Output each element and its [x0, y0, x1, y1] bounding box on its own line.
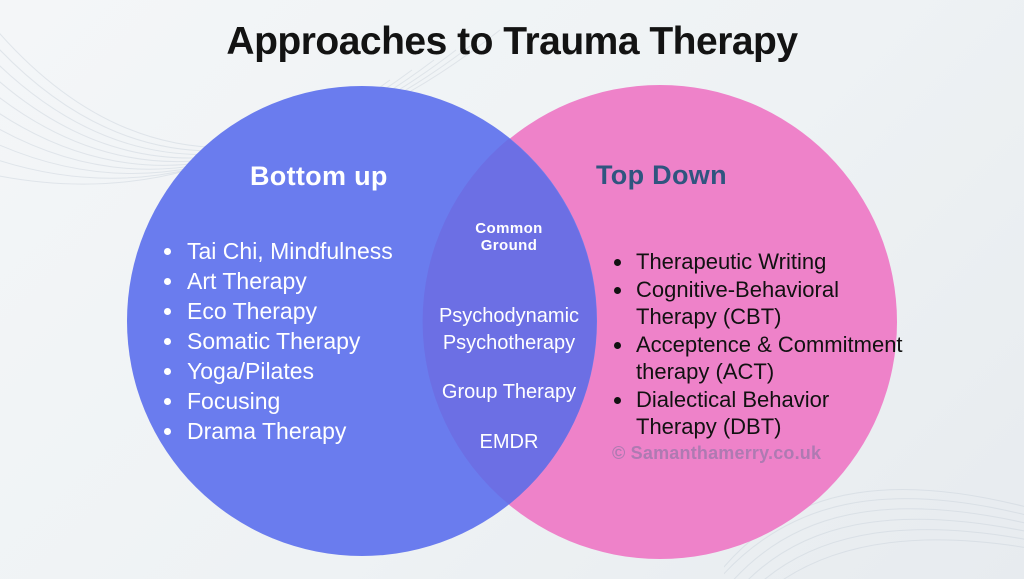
bottom-up-heading: Bottom up — [250, 161, 388, 191]
top-down-list: Therapeutic Writing Cognitive-Behavioral… — [604, 248, 944, 441]
common-ground-item: Group Therapy — [441, 381, 577, 403]
list-item: Acceptence & Commitment therapy (ACT) — [634, 331, 944, 386]
common-ground-lens — [422, 138, 597, 505]
common-ground-item: EMDR — [479, 431, 539, 453]
list-item: Art Therapy — [185, 266, 475, 296]
list-item: Dialectical Behavior Therapy (DBT) — [634, 386, 944, 441]
list-item: Eco Therapy — [185, 296, 475, 326]
list-item: Drama Therapy — [185, 416, 475, 446]
bottom-up-list: Tai Chi, Mindfulness Art Therapy Eco The… — [155, 236, 475, 446]
list-item: Tai Chi, Mindfulness — [185, 236, 475, 266]
copyright-watermark: © Samanthamerry.co.uk — [612, 443, 822, 463]
list-item: Yoga/Pilates — [185, 356, 475, 386]
list-item: Focusing — [185, 386, 475, 416]
common-ground-heading: Common Ground — [475, 220, 543, 254]
list-item: Therapeutic Writing — [634, 248, 944, 276]
list-item: Cognitive-Behavioral Therapy (CBT) — [634, 276, 944, 331]
page-title: Approaches to Trauma Therapy — [226, 20, 798, 63]
list-item: Somatic Therapy — [185, 326, 475, 356]
top-down-heading: Top Down — [596, 160, 727, 190]
common-ground-item: Psychodynamic Psychotherapy — [438, 305, 580, 354]
